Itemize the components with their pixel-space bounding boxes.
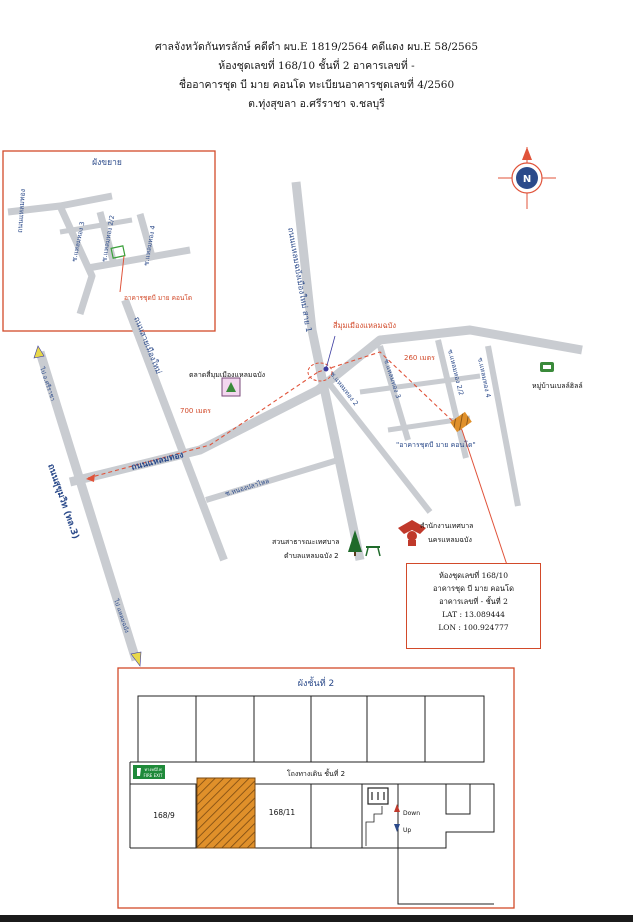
condo-map-marker [450, 411, 472, 433]
scan-bottom-edge [0, 915, 633, 922]
info-unit-number: ห้องชุดเลขที่ 168/10 [438, 571, 509, 580]
road-soi-lt4 [485, 345, 521, 507]
inset-title: ผังขยาย [92, 158, 122, 168]
park-label-1: สวนสาธารณะเทศบาล [272, 538, 340, 546]
target-unit-168-10 [196, 777, 256, 849]
intersection-circle [307, 362, 333, 382]
info-condo-name: อาคารชุด บี มาย คอนโด [433, 584, 514, 593]
municipal-office-label-2: นครแหลมฉบัง [428, 536, 472, 544]
road-cross [359, 373, 481, 395]
inset-road [96, 211, 118, 265]
header-condo-line: ชื่ออาคารชุด บี มาย คอนโด ทะเบียนอาคารชุ… [178, 79, 455, 91]
distance-260-label: 260 เมตร [404, 354, 435, 362]
header-address-line: ต.ทุ่งสุขลา อ.ศรีราชา จ.ชลบุรี [248, 98, 385, 110]
unit-168-9-label: 168/9 [153, 811, 175, 820]
market-icon [221, 377, 241, 397]
inset-road [7, 202, 96, 316]
inset-map [2, 150, 216, 332]
unit-168-11-label: 168/11 [269, 808, 296, 817]
inset-pointer-line [119, 255, 125, 293]
condo-pointer-line [461, 429, 509, 569]
inset-building-marker [110, 245, 126, 259]
arrow-up-icon [33, 345, 45, 359]
document-header: ศาลจังหวัดกันทรลักษ์ คดีดำ ผบ.E 1819/256… [0, 38, 633, 114]
compass-north-arrow [522, 147, 532, 160]
municipal-office-label-1: สำนักงานเทศบาล [420, 522, 473, 530]
up-arrow-icon [394, 824, 400, 832]
laemthong-label: ถนนแหลมทอง [130, 450, 184, 473]
inset-road [136, 213, 157, 261]
running-man-icon [137, 768, 141, 776]
inset-building-label: อาคารชุดบี มาย คอนโด [124, 294, 192, 302]
compass-rose: N [498, 147, 556, 209]
inset-road [59, 192, 113, 210]
down-arrow-icon [394, 804, 400, 812]
inset-road [59, 217, 133, 235]
up-label: Up [403, 827, 411, 834]
header-case-line: ศาลจังหวัดกันทรลักษ์ คดีดำ ผบ.E 1819/256… [154, 41, 479, 53]
park-icon [348, 530, 381, 557]
info-latitude: LAT : 13.089444 [442, 610, 505, 619]
condo-map-label: "อาคารชุดบี มาย คอนโด" [396, 440, 476, 449]
road-soi-lt2 [325, 380, 433, 514]
floorplan-frame [117, 667, 515, 909]
village-icon [540, 362, 554, 372]
info-longitude: LON : 100.924777 [438, 623, 509, 632]
fire-exit-sign [133, 765, 165, 779]
fire-exit-en-label: FIRE EXIT [144, 773, 164, 778]
road-nongpuenoi [205, 457, 339, 503]
market-label: ตลาดสี่มุมเมืองแหลมฉบัง [189, 370, 265, 379]
main-roads [35, 181, 583, 662]
road-saimuang [121, 298, 228, 562]
nongpuenoi-label: ซ.หนองปลาไหล [224, 477, 270, 498]
floorplan-title: ผังชั้นที่ 2 [298, 676, 334, 689]
unit-info-box: ห้องชุดเลขที่ 168/10 อาคารชุด บี มาย คอน… [406, 563, 541, 649]
compass-core [516, 167, 538, 189]
floor-plan [117, 667, 515, 909]
intersection-label: สี่มุมเมืองแหลมฉบัง [333, 320, 397, 330]
garuda-emblem-icon [398, 520, 426, 546]
header-unit-line: ห้องชุดเลขที่ 168/10 ชั้นที่ 2 อาคารเลขท… [218, 60, 415, 72]
route-lines [86, 335, 509, 569]
road-laemthong [68, 325, 583, 487]
compass-letter: N [523, 174, 531, 185]
right-wing-room [445, 784, 471, 815]
route-arrowhead-icon [86, 474, 95, 482]
road-laemchabang [291, 181, 365, 561]
village-label: หมู่บ้านเบลล์ฮิลล์ [532, 382, 583, 390]
inset-road-main-label: ถนนแหลมทอง [16, 189, 27, 234]
corridor-label: โถงทางเดิน ชั้นที่ 2 [287, 767, 345, 778]
stairs-steps [365, 806, 383, 846]
park-label-2: ตำบลแหลมฉบัง 2 [284, 552, 339, 560]
route-260m [317, 351, 463, 431]
arrow-down-icon [130, 651, 142, 667]
right-wing-walls [397, 783, 495, 905]
road-soi-lt3 [377, 345, 411, 441]
road-soi-lt2-2 [435, 339, 469, 459]
down-label: Down [403, 810, 420, 817]
fire-exit-th-label: ทางหนีไฟ [144, 767, 161, 772]
inset-road [87, 246, 191, 272]
info-building-floor: อาคารเลขที่ - ชั้นที่ 2 [439, 597, 508, 606]
stairwell [361, 783, 399, 849]
intersection-leader [325, 335, 336, 370]
road-sukhumvit [35, 350, 141, 662]
distance-700-label: 700 เมตร [180, 407, 211, 415]
route-700m [87, 371, 319, 479]
